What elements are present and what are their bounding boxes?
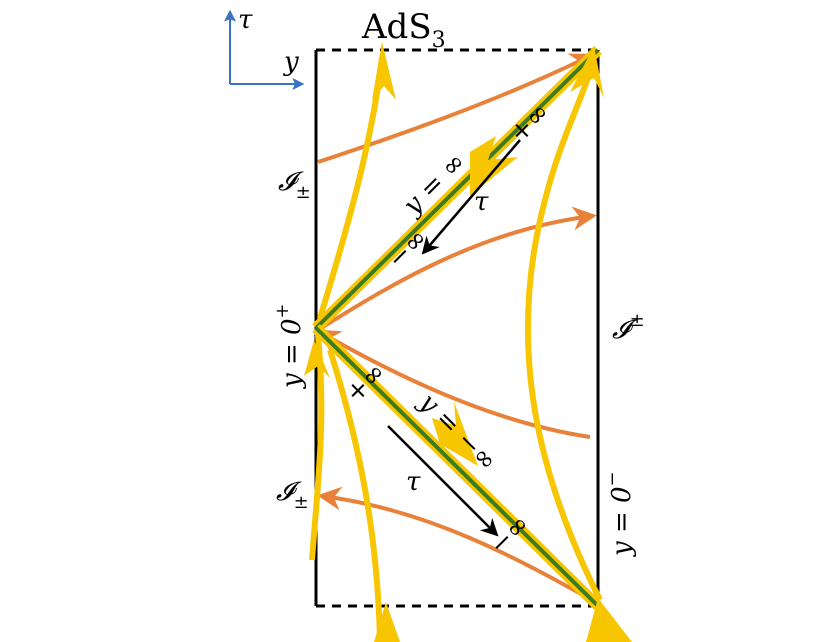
tau-axis-label: τ (238, 5, 253, 35)
yellow-arrow-bottom-right (586, 598, 632, 642)
scri-left-top-label: 𝓘± (278, 167, 311, 203)
horizon-bottom-yellow-arrowhead (432, 402, 478, 466)
scri-right-label: 𝓘± (612, 310, 645, 345)
orange-flow-3 (315, 329, 591, 439)
orange-flows (315, 53, 597, 602)
yellow-arrow-top-right (570, 46, 604, 98)
yellow-flow-bottom-left (327, 349, 383, 641)
orange-flow-1 (317, 53, 595, 164)
horizon-top (314, 48, 600, 330)
diagram-title: AdS3 (361, 7, 446, 53)
yellow-flow-right (524, 59, 603, 602)
horizons (312, 46, 602, 610)
tau-arrow-top (421, 139, 521, 255)
yellow-arrow-bottom-left (374, 602, 400, 642)
scri-left-bottom-label: 𝓘± (276, 477, 309, 513)
y-zero-plus-label: y = 0+ (272, 303, 307, 389)
horizon-top-yellow-arrowhead (470, 136, 518, 196)
frame (314, 48, 600, 608)
yellow-arrowheads (304, 42, 632, 642)
orange-flow-2 (316, 206, 597, 332)
tau-arrow-bottom (387, 425, 499, 537)
yellow-arrow-top-left (372, 42, 396, 100)
yellow-arrow-left-mid (304, 340, 330, 378)
orange-flow-4 (317, 486, 593, 602)
horizon-top-tau-label: τ (474, 187, 489, 217)
y-zero-minus-label: y = 0− (602, 471, 637, 557)
horizon-bottom (314, 326, 600, 608)
horizon-bottom-minus-infinity: −∞ (484, 509, 536, 561)
y-axis-label: y (283, 47, 299, 77)
axes-indicator: τ y (224, 5, 305, 90)
horizon-bottom-tau-label: τ (406, 467, 421, 497)
